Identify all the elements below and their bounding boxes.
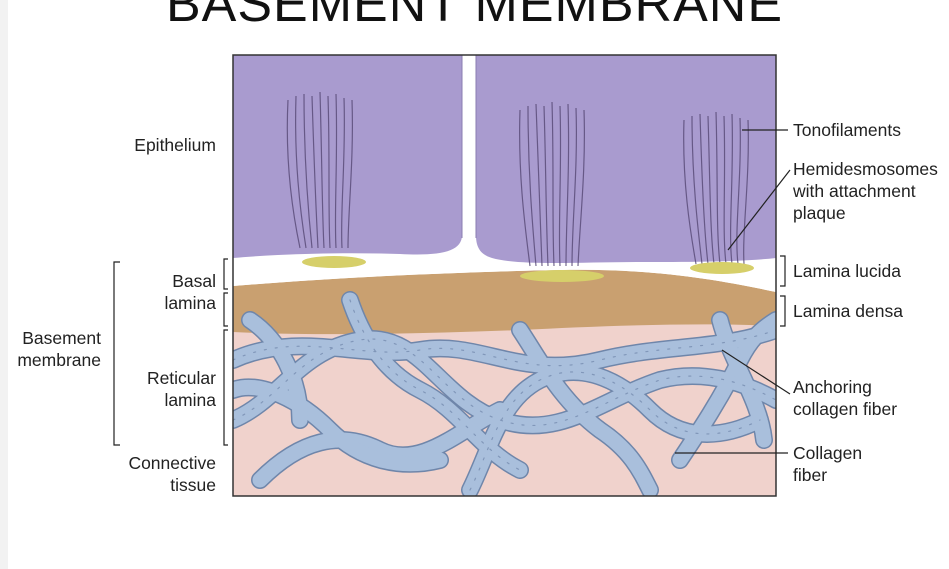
label-reticular-lamina-line2: lamina xyxy=(164,390,216,410)
right-brackets xyxy=(780,255,786,327)
label-anchoring-fiber-line2: collagen fiber xyxy=(793,399,898,419)
diagram-frame xyxy=(232,54,777,497)
label-tonofilaments: Tonofilaments xyxy=(793,120,901,140)
attachment-plaque-right xyxy=(690,262,754,274)
epithelial-cell-left xyxy=(233,55,462,258)
label-reticular-lamina-line1: Reticular xyxy=(146,368,216,388)
page-title: BASEMENT MEMBRANE xyxy=(165,0,784,33)
label-connective-tissue-line2: tissue xyxy=(170,475,216,495)
label-basement-membrane-line1: Basement xyxy=(22,328,101,348)
left-brackets xyxy=(113,258,228,446)
label-anchoring-fiber-line1: Anchoring xyxy=(793,377,872,397)
attachment-plaque-left xyxy=(302,256,366,268)
attachment-plaque-middle xyxy=(520,270,604,282)
collagen-fiber-network xyxy=(233,291,776,496)
epithelial-cell-right xyxy=(476,55,776,263)
leader-lines xyxy=(675,129,791,454)
label-lamina-densa: Lamina densa xyxy=(793,301,903,321)
label-hemidesmosomes-line3: plaque xyxy=(793,203,846,223)
tonofilament-bundle-right xyxy=(683,111,749,265)
tonofilament-bundle-middle xyxy=(519,101,585,267)
label-connective-tissue-line1: Connective xyxy=(128,453,216,473)
label-collagen-fiber-line2: fiber xyxy=(793,465,828,485)
label-lamina-lucida: Lamina lucida xyxy=(793,261,901,281)
tonofilament-bundle-left xyxy=(286,91,354,249)
label-epithelium: Epithelium xyxy=(134,135,216,155)
lamina-densa-layer xyxy=(233,269,776,335)
label-hemidesmosomes-line1: Hemidesmosomes xyxy=(793,159,938,179)
label-basal-lamina-line1: Basal xyxy=(172,271,216,291)
label-basement-membrane-line2: membrane xyxy=(17,350,101,370)
label-basal-lamina-line2: lamina xyxy=(164,293,216,313)
label-hemidesmosomes-line2: with attachment xyxy=(793,181,916,201)
cell-membrane-gap xyxy=(464,55,487,260)
label-collagen-fiber-line1: Collagen xyxy=(793,443,863,463)
